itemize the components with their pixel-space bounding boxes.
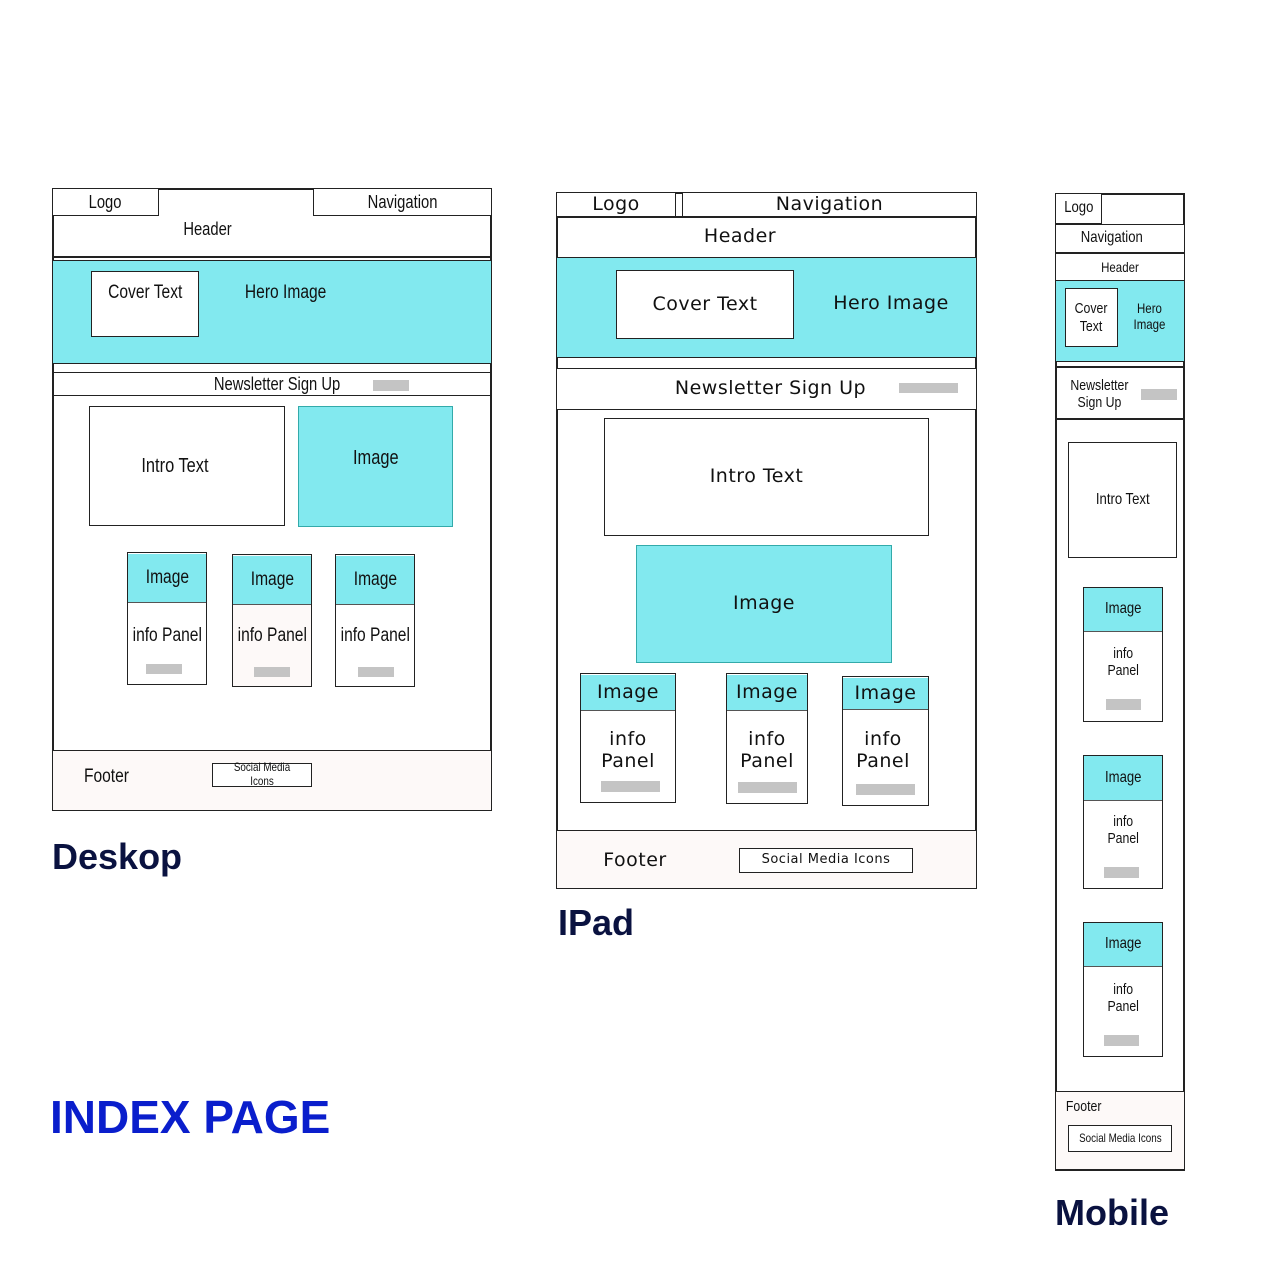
mobile-divider (1055, 366, 1185, 368)
ipad-intro-text: Intro Text (604, 418, 929, 536)
ipad-header: Header (703, 225, 777, 248)
desktop-card-button[interactable] (146, 664, 182, 674)
ipad-cover-text: Cover Text (616, 270, 794, 339)
mobile-hero-label: Hero Image (1133, 299, 1165, 332)
desktop-card-panel: info Panel (237, 625, 307, 647)
desktop-footer-label: Footer (83, 766, 129, 788)
desktop-cover-text-label: Cover Text (107, 282, 183, 303)
desktop-newsletter: Newsletter Sign Up (53, 372, 491, 396)
ipad-footer-label: Footer (603, 849, 667, 872)
ipad-card-panel: info Panel (740, 728, 794, 772)
mobile-card-image: Image (1084, 923, 1162, 967)
ipad-card-panel: info Panel (856, 728, 910, 772)
mobile-intro-text: Intro Text (1068, 442, 1177, 558)
desktop-logo: Logo (52, 188, 159, 216)
desktop-card-button[interactable] (358, 667, 394, 677)
desktop-header-label: Header (183, 218, 233, 239)
desktop-card-panel: info Panel (132, 625, 202, 647)
desktop-cover-text: Cover Text (91, 271, 199, 337)
desktop-navigation-label: Navigation (367, 191, 438, 212)
mobile-footer-label: Footer (1066, 1098, 1102, 1116)
desktop-navigation: Navigation (313, 188, 492, 216)
desktop-logo-label: Logo (89, 191, 122, 212)
desktop-social-media-icons[interactable]: Social Media Icons (212, 760, 312, 788)
desktop-card-panel: info Panel (340, 625, 410, 647)
ipad-card-image: Image (727, 675, 807, 711)
mobile-card-image: Image (1084, 588, 1162, 632)
mobile-card-panel: info Panel (1107, 812, 1139, 847)
ipad-card-button[interactable] (601, 781, 660, 792)
desktop-hero-label: Hero Image (245, 282, 327, 304)
mobile-divider (1055, 418, 1185, 420)
ipad-newsletter-input[interactable] (899, 383, 958, 393)
desktop-intro-text: Intro Text (89, 406, 285, 526)
ipad-caption: IPad (558, 902, 635, 943)
desktop-header: Header (158, 216, 258, 242)
mobile-card-image: Image (1084, 756, 1162, 801)
ipad-logo: Logo (556, 192, 676, 218)
ipad-card-button[interactable] (738, 782, 797, 793)
desktop-image: Image (298, 406, 453, 527)
mobile-cover-text: Cover Text (1065, 288, 1118, 347)
ipad-header-divider (556, 216, 977, 218)
ipad-hero-label: Hero Image (833, 292, 949, 315)
mobile-card-button[interactable] (1104, 867, 1139, 878)
mobile-newsletter: Newsletter Sign Up (1069, 376, 1129, 411)
ipad-image: Image (636, 545, 892, 663)
mobile-header: Header (1055, 253, 1185, 281)
desktop-card-image: Image (336, 556, 414, 605)
ipad-card-image: Image (843, 678, 928, 710)
mobile-card-panel: info Panel (1107, 644, 1139, 679)
ipad-card-button[interactable] (856, 784, 915, 795)
mobile-card-button[interactable] (1106, 699, 1141, 710)
mobile-caption: Mobile (1055, 1192, 1169, 1233)
mobile-card-button[interactable] (1104, 1035, 1139, 1046)
ipad-card-panel: info Panel (601, 728, 655, 772)
page-title: INDEX PAGE (50, 1091, 331, 1143)
desktop-newsletter-input[interactable] (373, 380, 409, 391)
desktop-card-image: Image (233, 556, 311, 605)
desktop-card-button[interactable] (254, 667, 290, 677)
mobile-logo: Logo (1055, 193, 1102, 224)
desktop-caption: Deskop (52, 836, 183, 877)
ipad-social-media-icons[interactable]: Social Media Icons (739, 848, 913, 873)
mobile-navigation: Navigation (1055, 224, 1185, 253)
ipad-navigation: Navigation (682, 192, 977, 218)
mobile-newsletter-input[interactable] (1141, 389, 1177, 400)
desktop-card-image: Image (128, 554, 206, 603)
mobile-card-panel: info Panel (1107, 980, 1139, 1015)
desktop-header-divider (52, 256, 492, 258)
ipad-card-image: Image (581, 675, 675, 711)
mobile-social-media-icons[interactable]: Social Media Icons (1068, 1125, 1172, 1152)
